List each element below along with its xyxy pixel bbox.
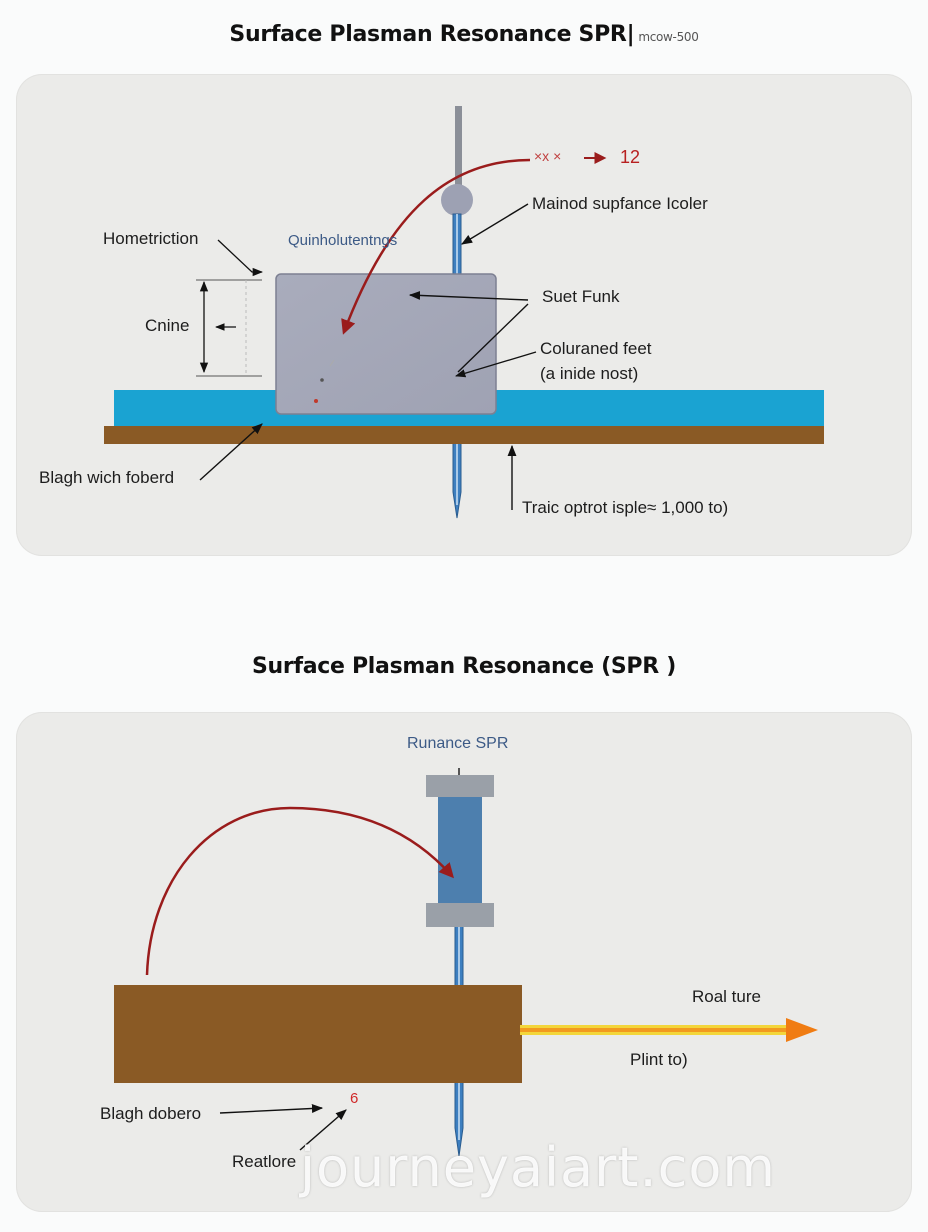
- top-number-label: 12: [620, 147, 641, 167]
- watermark: journeyaiart.com: [300, 1136, 776, 1199]
- panel-1-title-tag: mcow-500: [638, 30, 699, 44]
- red-curved-arrow-icon: [341, 158, 531, 335]
- label-traic-optrot: Traic optrot isple≈ 1,000 to): [522, 498, 729, 517]
- red-curved-arrow-2-icon: [145, 806, 454, 976]
- label-number-6: 6: [350, 1090, 359, 1107]
- orange-arrow-icon: [786, 1018, 818, 1042]
- label-hometriction: Hometriction: [103, 229, 199, 248]
- label-plint-to: Plint to): [630, 1050, 688, 1069]
- probe-bead: [441, 184, 473, 216]
- label-reatlore: Reatlore: [232, 1152, 297, 1171]
- sample-slide: [275, 273, 497, 415]
- panel-1-title: Surface Plasman Resonance SPR|mcow-500: [0, 22, 928, 47]
- label-quinhol: Quinholutentngs: [288, 232, 398, 249]
- panel-1-title-text: Surface Plasman Resonance SPR|: [229, 22, 635, 47]
- label-chine: Cnine: [145, 316, 190, 335]
- label-suet-funk: Suet Funk: [542, 287, 620, 306]
- top-small-arrow-label: ×x ×: [534, 148, 562, 164]
- panel-2-title: Surface Plasman Resonance (SPR ): [251, 654, 677, 679]
- panel-1-drawing: [104, 106, 824, 519]
- brown-substrate: [104, 426, 824, 444]
- panel-2-drawing: [114, 768, 818, 1157]
- label-a-inide-nost: (a inide nost): [540, 364, 639, 383]
- brown-block: [114, 985, 522, 1083]
- cylinder-bottom-cap: [426, 903, 494, 927]
- label-runance-spr: Runance SPR: [407, 735, 509, 752]
- label-coluraned-feet: Coluraned feet: [540, 339, 652, 358]
- probe-rod: [455, 106, 462, 198]
- cylinder-body: [438, 797, 482, 903]
- label-roal-ture: Roal ture: [692, 987, 761, 1006]
- label-blagh-wich: Blagh wich foberd: [39, 468, 175, 487]
- label-mained-surface: Mainod supfance Icoler: [532, 194, 708, 213]
- label-blagh-dobero: Blagh dobero: [100, 1104, 202, 1123]
- cylinder-top-cap: [426, 775, 494, 797]
